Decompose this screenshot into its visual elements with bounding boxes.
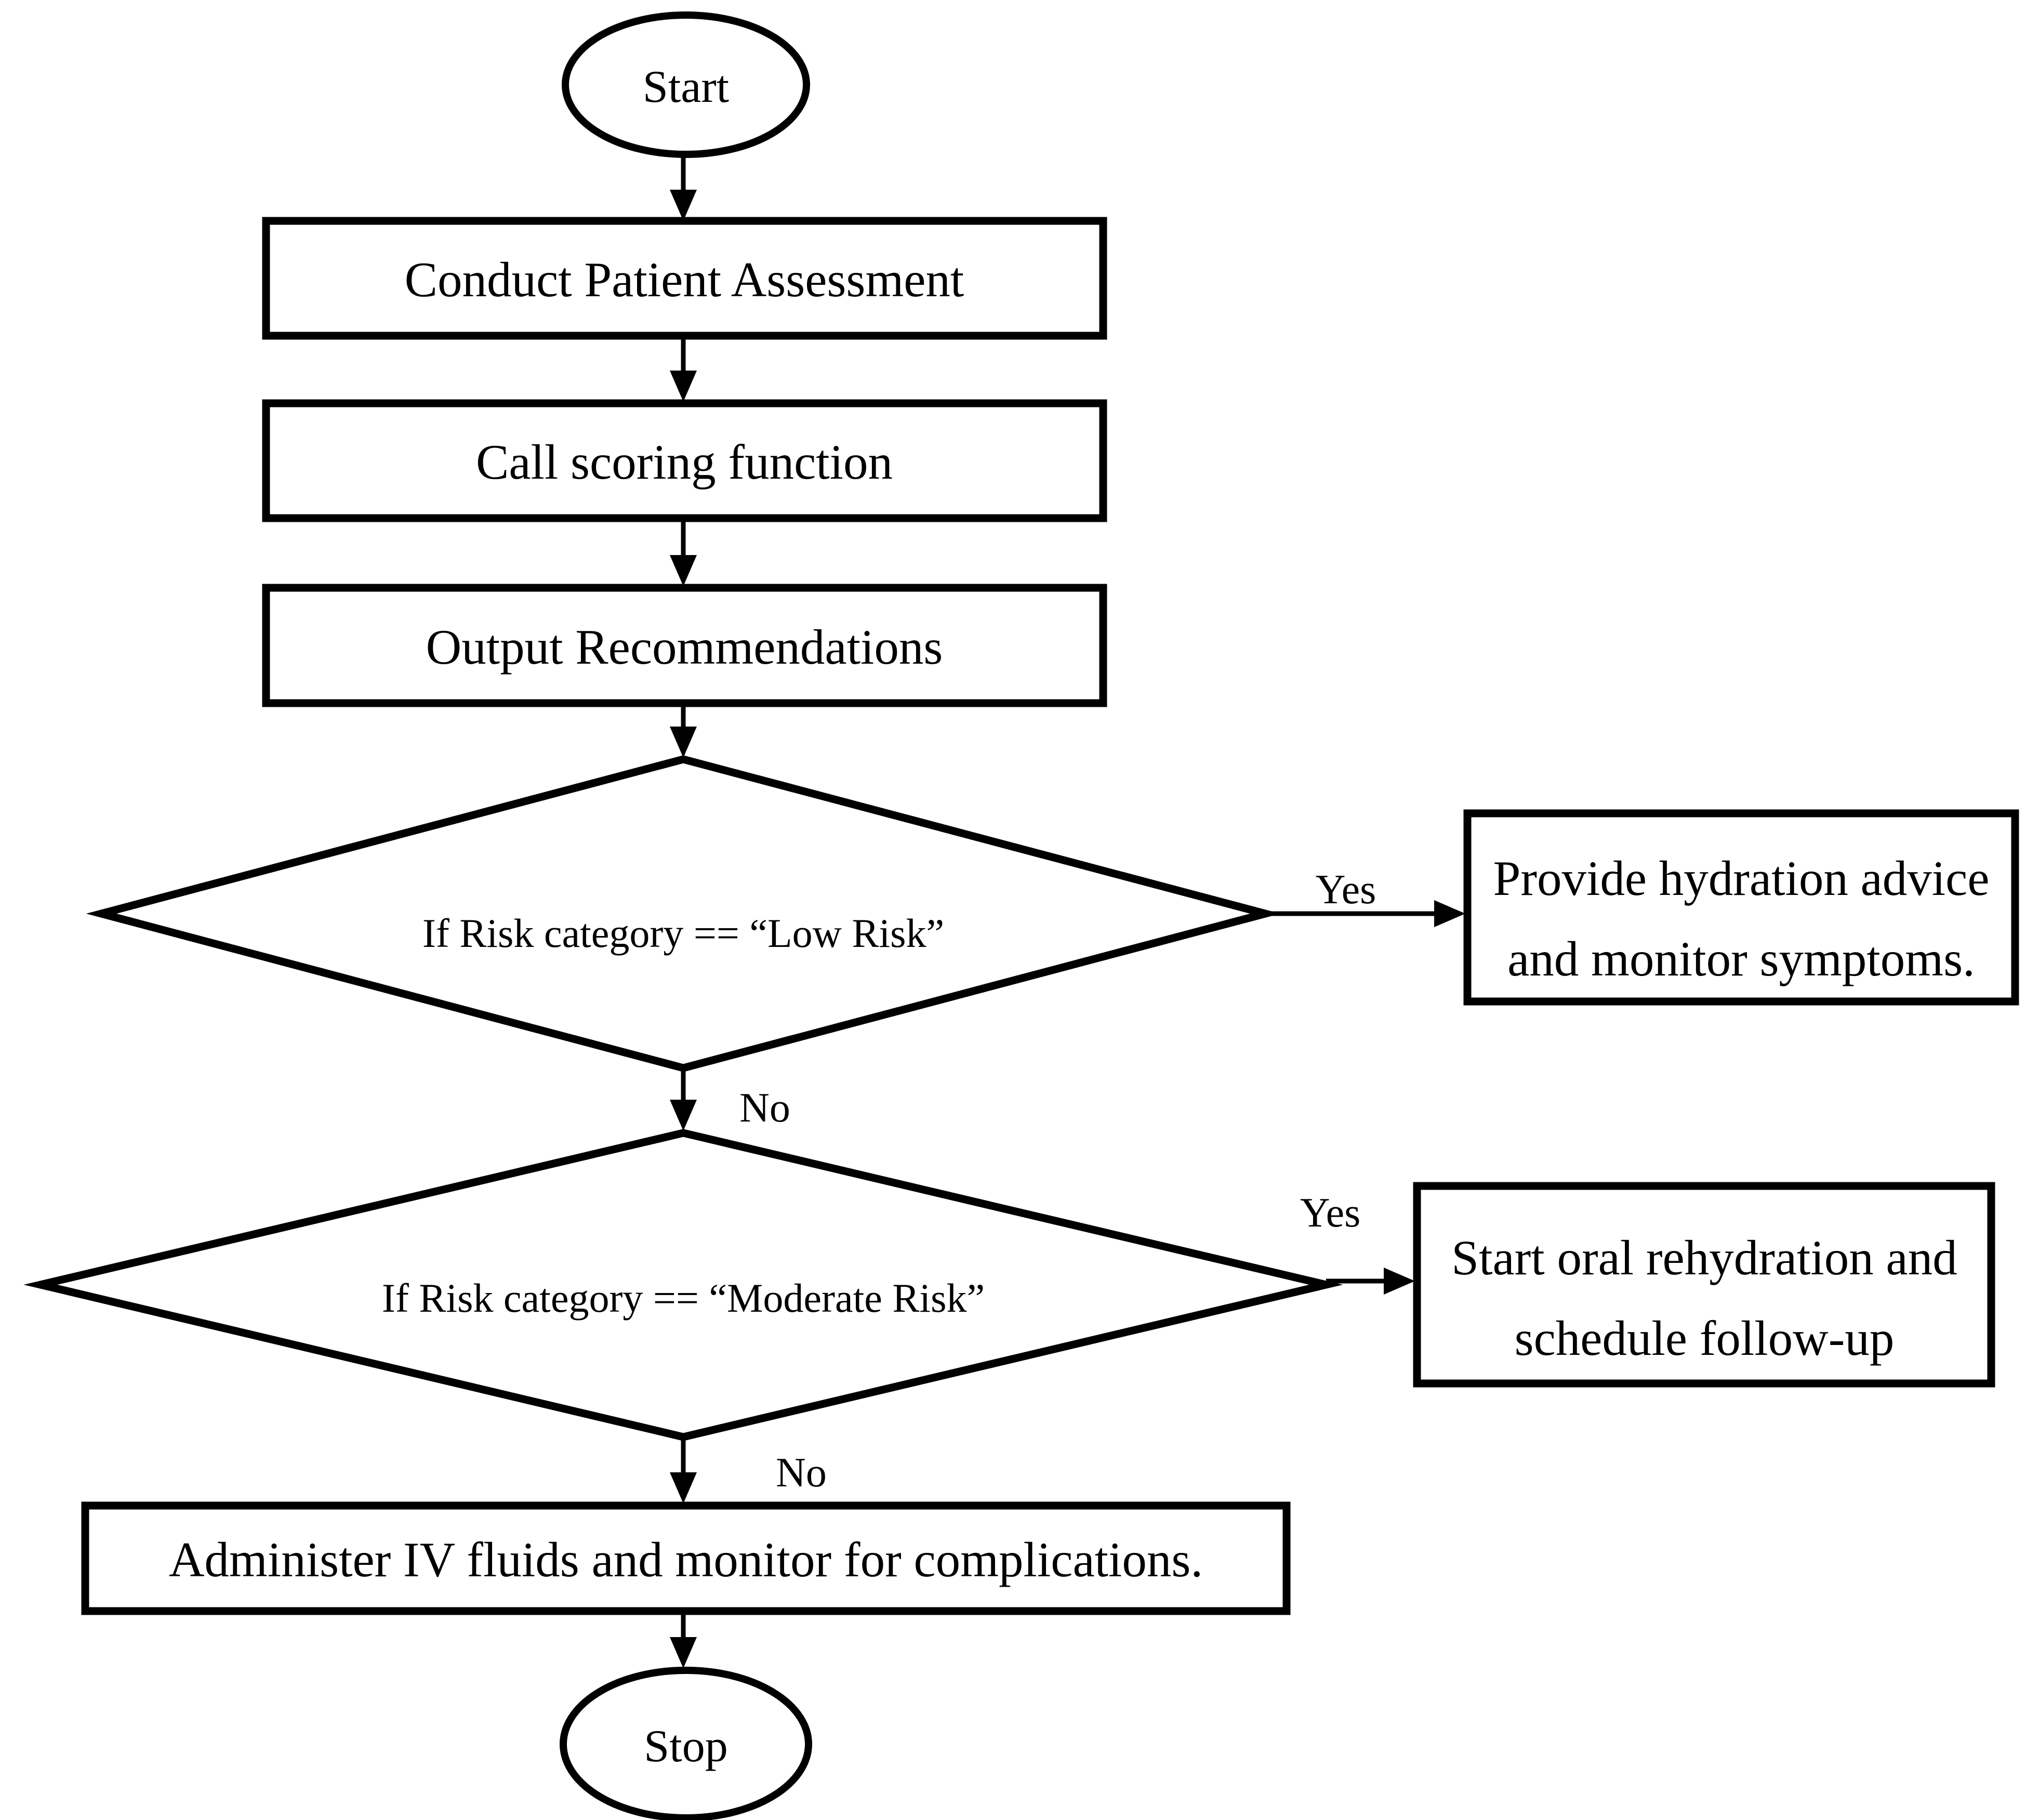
decision-moderate-risk-label: If Risk category == “Moderate Risk” <box>382 1275 985 1321</box>
action-hydration-advice <box>1463 809 2019 1006</box>
decision-low-no-label: No <box>739 1085 790 1131</box>
decision-low-yes-label: Yes <box>1316 867 1376 913</box>
action-oral-rehydration <box>1413 1182 1995 1388</box>
start-node <box>562 11 810 158</box>
arrowhead-assessment-to-scoring <box>670 371 697 402</box>
process-call-scoring-label: Call scoring function <box>476 434 893 490</box>
action-iv-fluids-label: Administer IV fluids and monitor for com… <box>169 1532 1203 1587</box>
stop-label: Stop <box>644 1721 727 1772</box>
arrowhead-start-to-assessment <box>670 190 697 221</box>
arrowhead-decision-moderate-no <box>670 1472 697 1504</box>
arrowhead-decision-low-no <box>670 1100 697 1131</box>
action-iv-fluids <box>81 1501 1291 1615</box>
decision-moderate-yes-label: Yes <box>1300 1190 1360 1236</box>
action-oral-rehydration-line1: Start oral rehydration and <box>1451 1230 1957 1285</box>
process-output-recommendations-label: Output Recommendations <box>426 619 943 675</box>
process-conduct-assessment <box>262 217 1107 340</box>
start-label: Start <box>643 62 729 112</box>
arrowhead-scoring-to-output <box>670 555 697 586</box>
process-conduct-assessment-label: Conduct Patient Assessment <box>405 252 964 307</box>
decision-low-risk-label: If Risk category == “Low Risk” <box>422 911 944 956</box>
decision-moderate-risk <box>23 1129 1343 1441</box>
arrowhead-output-to-decision-low <box>670 727 697 758</box>
decision-moderate-no-label: No <box>776 1450 827 1496</box>
stop-node <box>560 1667 812 1820</box>
action-hydration-advice-line2: and monitor symptoms. <box>1507 931 1975 986</box>
action-hydration-advice-line1: Provide hydration advice <box>1493 851 1989 906</box>
decision-low-risk <box>86 755 1281 1072</box>
action-oral-rehydration-line2: schedule follow-up <box>1515 1311 1895 1366</box>
process-output-recommendations <box>262 584 1107 707</box>
arrowhead-decision-low-yes <box>1434 900 1465 927</box>
arrowhead-iv-to-stop <box>670 1637 697 1668</box>
arrowhead-decision-moderate-yes <box>1384 1268 1415 1295</box>
